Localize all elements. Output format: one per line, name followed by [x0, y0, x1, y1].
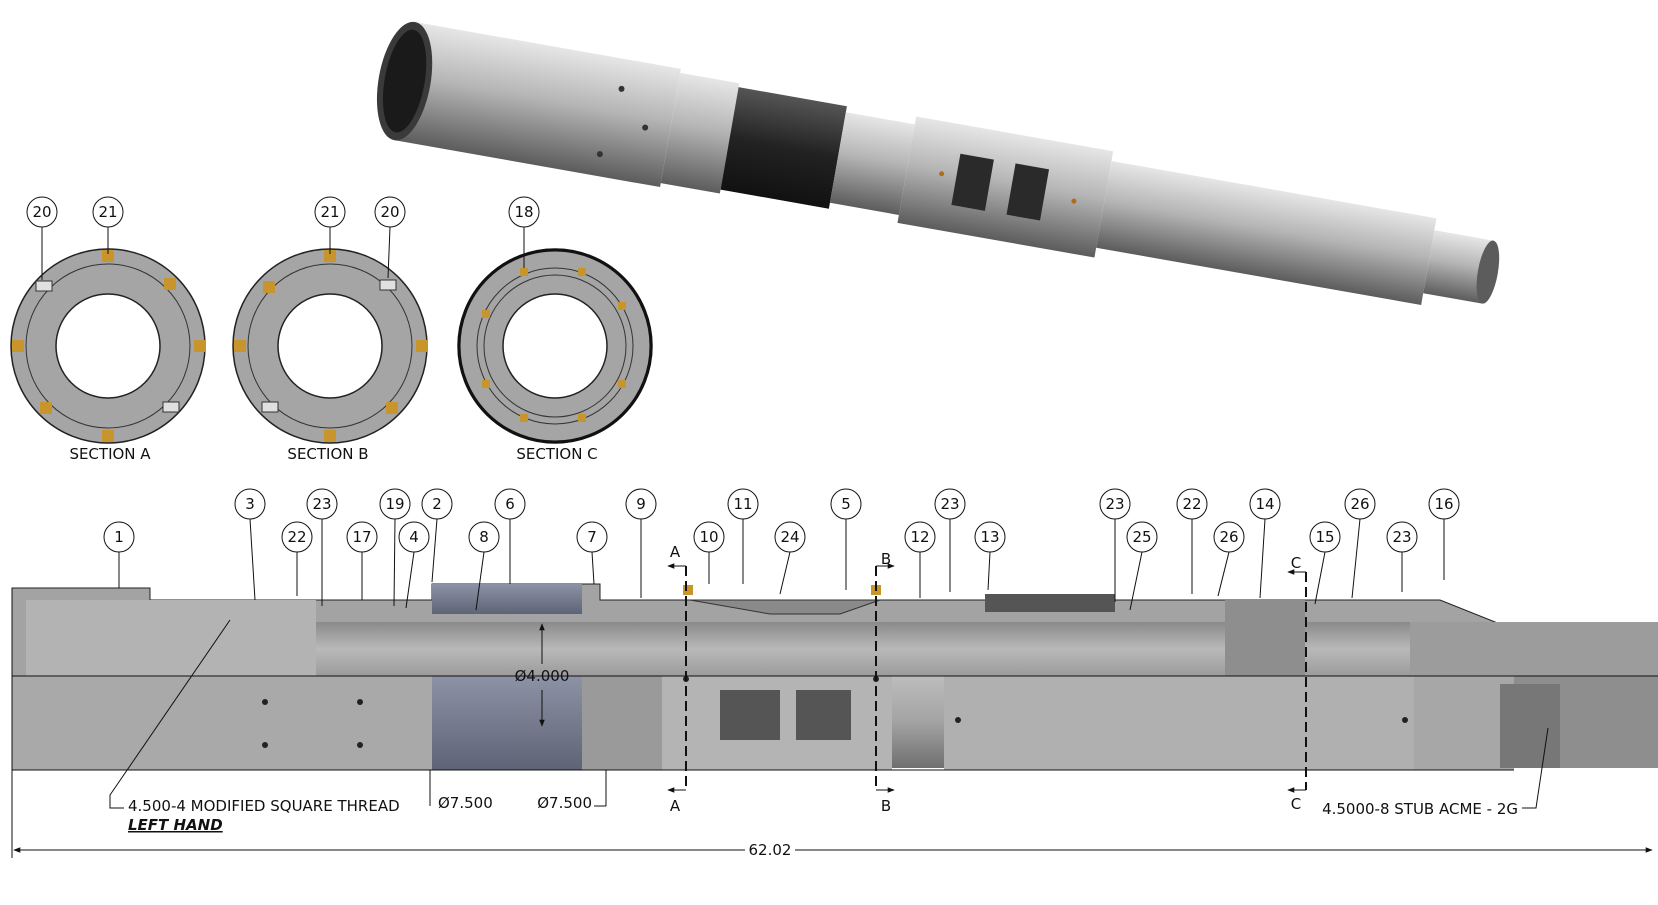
svg-text:8: 8 — [479, 528, 489, 546]
bore-diameter-label: Ø4.000 — [515, 667, 570, 685]
balloon-section-a-1: 20 — [32, 203, 51, 221]
svg-text:19: 19 — [385, 495, 404, 513]
svg-text:4: 4 — [409, 528, 419, 546]
svg-text:15: 15 — [1315, 528, 1334, 546]
svg-text:12: 12 — [910, 528, 929, 546]
section-b-view — [232, 248, 428, 444]
svg-text:2: 2 — [432, 495, 442, 513]
right-thread-label: 4.5000-8 STUB ACME - 2G — [1322, 800, 1518, 818]
balloon-10: 10 — [693, 521, 725, 584]
section-a-view — [10, 248, 206, 444]
balloon-2: 2 — [421, 488, 453, 583]
balloon-22: 22 — [1176, 488, 1208, 594]
balloon-14: 14 — [1249, 488, 1281, 599]
balloon-4: 4 — [398, 521, 430, 609]
balloon-3: 3 — [234, 488, 266, 601]
section-a-title: SECTION A — [69, 445, 151, 463]
balloon-25: 25 — [1126, 521, 1158, 611]
balloon-section-b-2: 20 — [380, 203, 399, 221]
balloon-12: 12 — [904, 521, 936, 598]
balloon-7: 7 — [576, 521, 608, 585]
cut-a-top: A — [670, 543, 681, 561]
section-b-title: SECTION B — [287, 445, 368, 463]
balloon-23d: 23 — [1386, 521, 1418, 592]
left-hand-label: LEFT HAND — [128, 816, 223, 834]
balloon-15: 15 — [1309, 521, 1341, 605]
longitudinal-section — [11, 583, 1658, 771]
cut-line-c: C C — [1287, 554, 1307, 813]
od-right-label: Ø7.500 — [537, 794, 592, 812]
svg-text:23: 23 — [1392, 528, 1411, 546]
cut-b-bottom: B — [881, 797, 891, 815]
od-dimension-left: Ø7.500 — [429, 770, 493, 812]
svg-text:1: 1 — [114, 528, 124, 546]
balloon-section-a-2: 21 — [98, 203, 117, 221]
overall-length-label: 62.02 — [749, 841, 792, 859]
balloon-5: 5 — [830, 488, 862, 590]
svg-text:7: 7 — [587, 528, 597, 546]
svg-text:6: 6 — [505, 495, 515, 513]
bore-dimension: Ø4.000 — [515, 623, 570, 727]
balloon-26: 26 — [1344, 488, 1376, 599]
balloon-section-b-1: 21 — [320, 203, 339, 221]
cut-line-b: B B — [875, 550, 895, 815]
balloon-22b: 22 — [281, 521, 313, 596]
svg-text:26: 26 — [1350, 495, 1369, 513]
balloon-11: 11 — [727, 488, 759, 584]
cut-c-top: C — [1291, 554, 1301, 572]
balloons-bottom-row: 1 22 17 4 8 7 10 24 12 13 25 26 15 23 — [103, 521, 1418, 611]
section-c-view — [457, 248, 653, 444]
balloon-23: 23 — [306, 488, 338, 606]
svg-text:26: 26 — [1219, 528, 1238, 546]
svg-text:10: 10 — [699, 528, 718, 546]
overall-length-dimension: 62.02 — [11, 770, 1653, 859]
balloon-24: 24 — [774, 521, 806, 595]
balloon-26b: 26 — [1213, 521, 1245, 597]
section-balloons: 20 21 21 20 18 — [26, 196, 540, 280]
svg-text:5: 5 — [841, 495, 851, 513]
balloon-section-c-1: 18 — [514, 203, 533, 221]
od-left-label: Ø7.500 — [438, 794, 493, 812]
cut-a-bottom: A — [670, 797, 681, 815]
svg-text:17: 17 — [352, 528, 371, 546]
svg-text:14: 14 — [1255, 495, 1274, 513]
isometric-tool-view — [376, 21, 1500, 306]
svg-text:9: 9 — [636, 495, 646, 513]
cut-c-bottom: C — [1291, 795, 1301, 813]
svg-text:24: 24 — [780, 528, 799, 546]
balloon-6: 6 — [494, 488, 526, 584]
left-thread-label: 4.500-4 MODIFIED SQUARE THREAD — [128, 797, 400, 815]
svg-text:23: 23 — [312, 495, 331, 513]
balloon-19: 19 — [379, 488, 411, 607]
svg-text:23: 23 — [940, 495, 959, 513]
right-thread-callout: 4.5000-8 STUB ACME - 2G — [1322, 727, 1549, 818]
svg-text:22: 22 — [1182, 495, 1201, 513]
section-c-title: SECTION C — [516, 445, 597, 463]
balloon-9: 9 — [625, 488, 657, 598]
balloons-top-row: 3 23 19 2 6 9 11 5 23 23 22 14 26 16 — [234, 488, 1460, 607]
balloon-23c: 23 — [1099, 488, 1131, 602]
svg-text:16: 16 — [1434, 495, 1453, 513]
svg-text:3: 3 — [245, 495, 255, 513]
svg-text:25: 25 — [1132, 528, 1151, 546]
balloon-16: 16 — [1428, 488, 1460, 580]
balloon-13: 13 — [974, 521, 1006, 591]
svg-text:13: 13 — [980, 528, 999, 546]
svg-text:11: 11 — [733, 495, 752, 513]
svg-text:23: 23 — [1105, 495, 1124, 513]
balloon-8: 8 — [468, 521, 500, 611]
left-thread-callout: 4.500-4 MODIFIED SQUARE THREAD LEFT HAND — [109, 619, 400, 834]
cut-b-top: B — [881, 550, 891, 568]
cut-line-a: A A — [667, 543, 687, 815]
od-dimension-right: Ø7.500 — [537, 770, 607, 812]
svg-text:22: 22 — [287, 528, 306, 546]
balloon-23b: 23 — [934, 488, 966, 592]
balloon-1: 1 — [103, 521, 135, 588]
balloon-17: 17 — [346, 521, 378, 600]
